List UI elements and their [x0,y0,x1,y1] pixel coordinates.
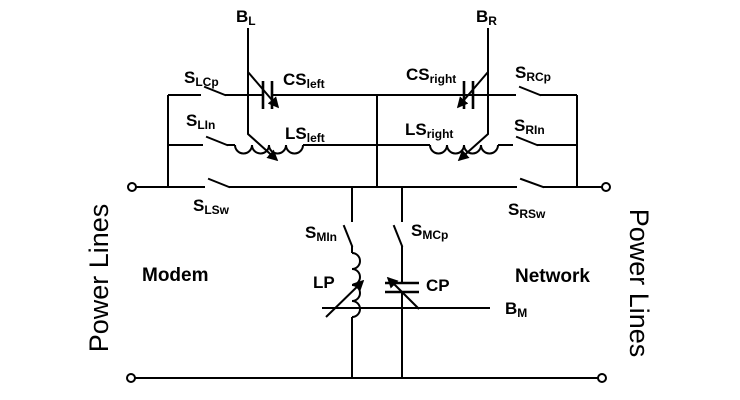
inductor-lp [351,252,361,318]
label-b-right: BR [476,7,497,28]
label-b-left: BL [236,7,256,28]
power-line-terminals [126,182,611,383]
label-s-rin: SRIn [514,116,545,137]
cp-variable-arrow [386,276,420,310]
wire-vertical-buses [167,95,578,187]
switches [203,85,545,248]
label-power-lines-left: Power Lines [84,204,114,353]
label-cs-right: CSright [406,65,456,86]
terminal-bottom-left [126,373,136,383]
label-ls-right: LSright [405,120,453,141]
switch-s-rin [515,135,539,147]
switch-s-rsw [519,177,545,189]
label-s-lcp: SLCp [184,68,219,89]
label-s-rsw: SRSw [508,200,546,221]
shaft-b-left-capacitor-arrow [247,71,280,109]
label-lp: LP [313,273,335,292]
switch-s-lin [205,135,229,147]
switch-s-mcp [392,224,404,248]
label-power-lines-right: Power Lines [624,209,654,358]
label-s-lsw: SLSw [193,196,230,217]
label-s-lin: SLIn [186,111,215,132]
label-s-min: SMIn [305,223,337,244]
inductor-ls-left [234,144,304,155]
inductor-ls-right [429,144,499,155]
terminal-mid-right [601,182,611,192]
label-b-middle: BM [505,299,527,320]
component-labels: BL BR BM SLCp CSleft CSright SRCp SLIn L… [184,7,551,320]
label-s-rcp: SRCp [515,63,551,84]
shaft-b-left-inductor-arrow [247,28,279,162]
switch-s-lsw [207,177,231,189]
label-modem: Modem [142,265,209,286]
switch-s-rcp [518,85,542,97]
terminal-bottom-right [597,373,607,383]
lp-variable-arrow [325,279,365,318]
control-arrows [247,28,489,318]
circuit-wiring [135,94,602,379]
label-s-mcp: SMCp [411,221,448,242]
label-network: Network [515,266,590,287]
label-ls-left: LSleft [285,124,325,145]
inductors [234,144,499,318]
region-labels: Modem Network Power Lines Power Lines [84,204,654,358]
label-cp: CP [426,276,450,295]
switch-s-lcp [203,85,227,97]
switch-s-min [342,224,354,248]
label-cs-left: CSleft [283,70,325,91]
shaft-b-right-capacitor-arrow [456,71,489,109]
shaft-b-right-inductor-arrow [457,28,489,162]
terminal-mid-left [127,182,137,192]
